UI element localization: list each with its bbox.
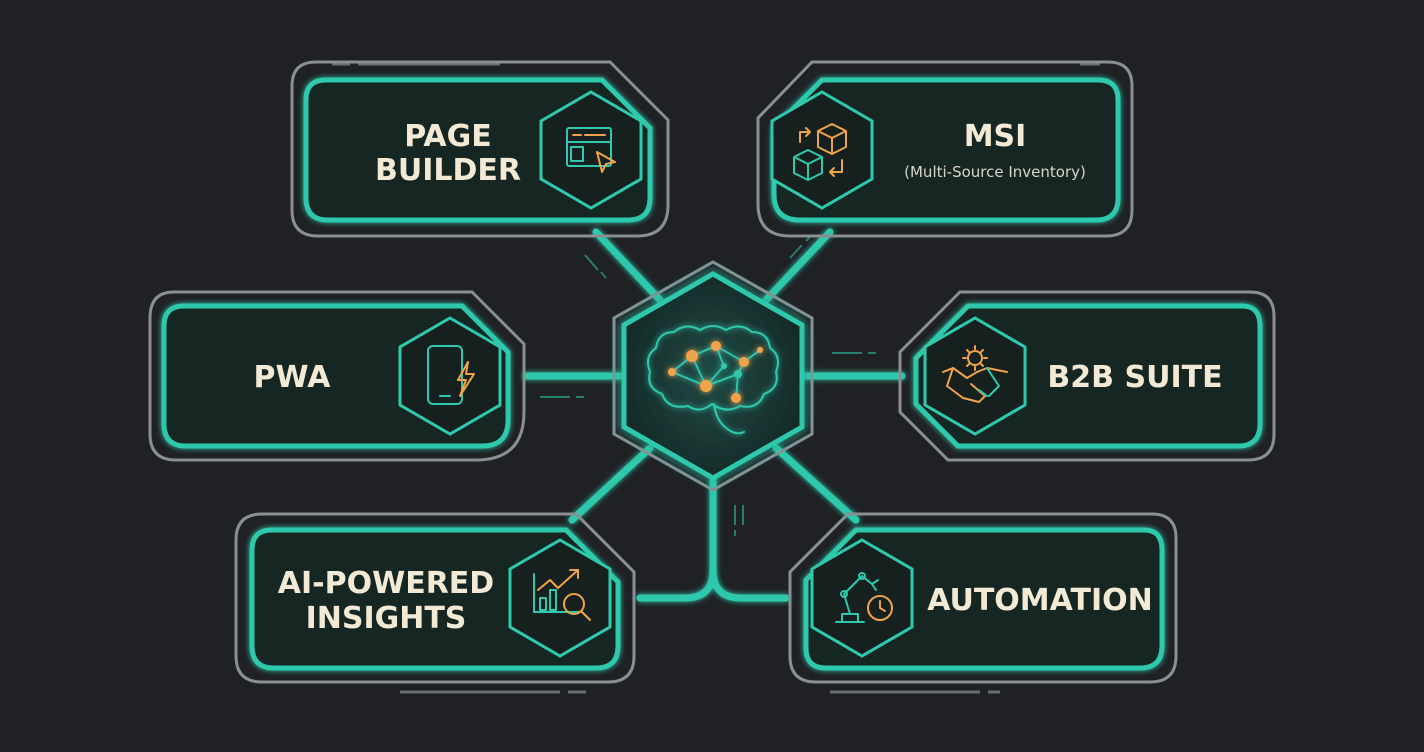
handshake-gear-icon	[923, 316, 1027, 436]
node-outline	[290, 60, 670, 238]
node-pwa: PWA	[148, 290, 526, 462]
connectors	[522, 228, 906, 602]
node-ai-insights: AI-POWERED INSIGHTS	[234, 512, 636, 684]
node-outline	[756, 60, 1134, 238]
node-subtitle: (Multi-Source Inventory)	[904, 163, 1086, 181]
connector-bottom-branch	[636, 476, 790, 602]
node-title: AUTOMATION	[927, 583, 1153, 618]
hub-hexagon	[621, 271, 805, 481]
node-automation: AUTOMATION	[788, 512, 1178, 684]
decorative-dashes	[540, 234, 876, 536]
hub-outer-outline	[612, 260, 814, 492]
node-outline	[788, 512, 1178, 684]
connector-page-builder	[592, 228, 664, 304]
node-title: PWA	[254, 360, 332, 395]
connector-msi	[762, 228, 834, 304]
node-page-builder: PAGE BUILDER	[290, 60, 670, 238]
node-title: MSI	[964, 119, 1027, 154]
page-builder-icon	[539, 90, 643, 210]
node-label-line1: AI-POWERED	[278, 566, 494, 601]
connector-ai	[568, 444, 654, 524]
connector-automation	[772, 444, 860, 524]
node-msi: MSI (Multi-Source Inventory)	[756, 60, 1134, 238]
node-outline	[898, 290, 1276, 462]
inventory-icon	[770, 90, 874, 210]
node-b2b: B2B SUITE	[898, 290, 1276, 462]
node-label-line2: BUILDER	[375, 153, 521, 188]
robot-arm-clock-icon	[810, 538, 914, 658]
brain-network-icon	[647, 325, 779, 435]
frame-accents	[332, 62, 1100, 694]
node-outline	[234, 512, 636, 684]
node-outline	[148, 290, 526, 462]
mobile-lightning-icon	[398, 316, 502, 436]
node-title: B2B SUITE	[1047, 360, 1222, 395]
node-label-line2: INSIGHTS	[306, 601, 467, 636]
node-label-line1: PAGE	[404, 119, 492, 154]
chart-magnifier-icon	[508, 538, 612, 658]
central-hub	[612, 260, 814, 492]
